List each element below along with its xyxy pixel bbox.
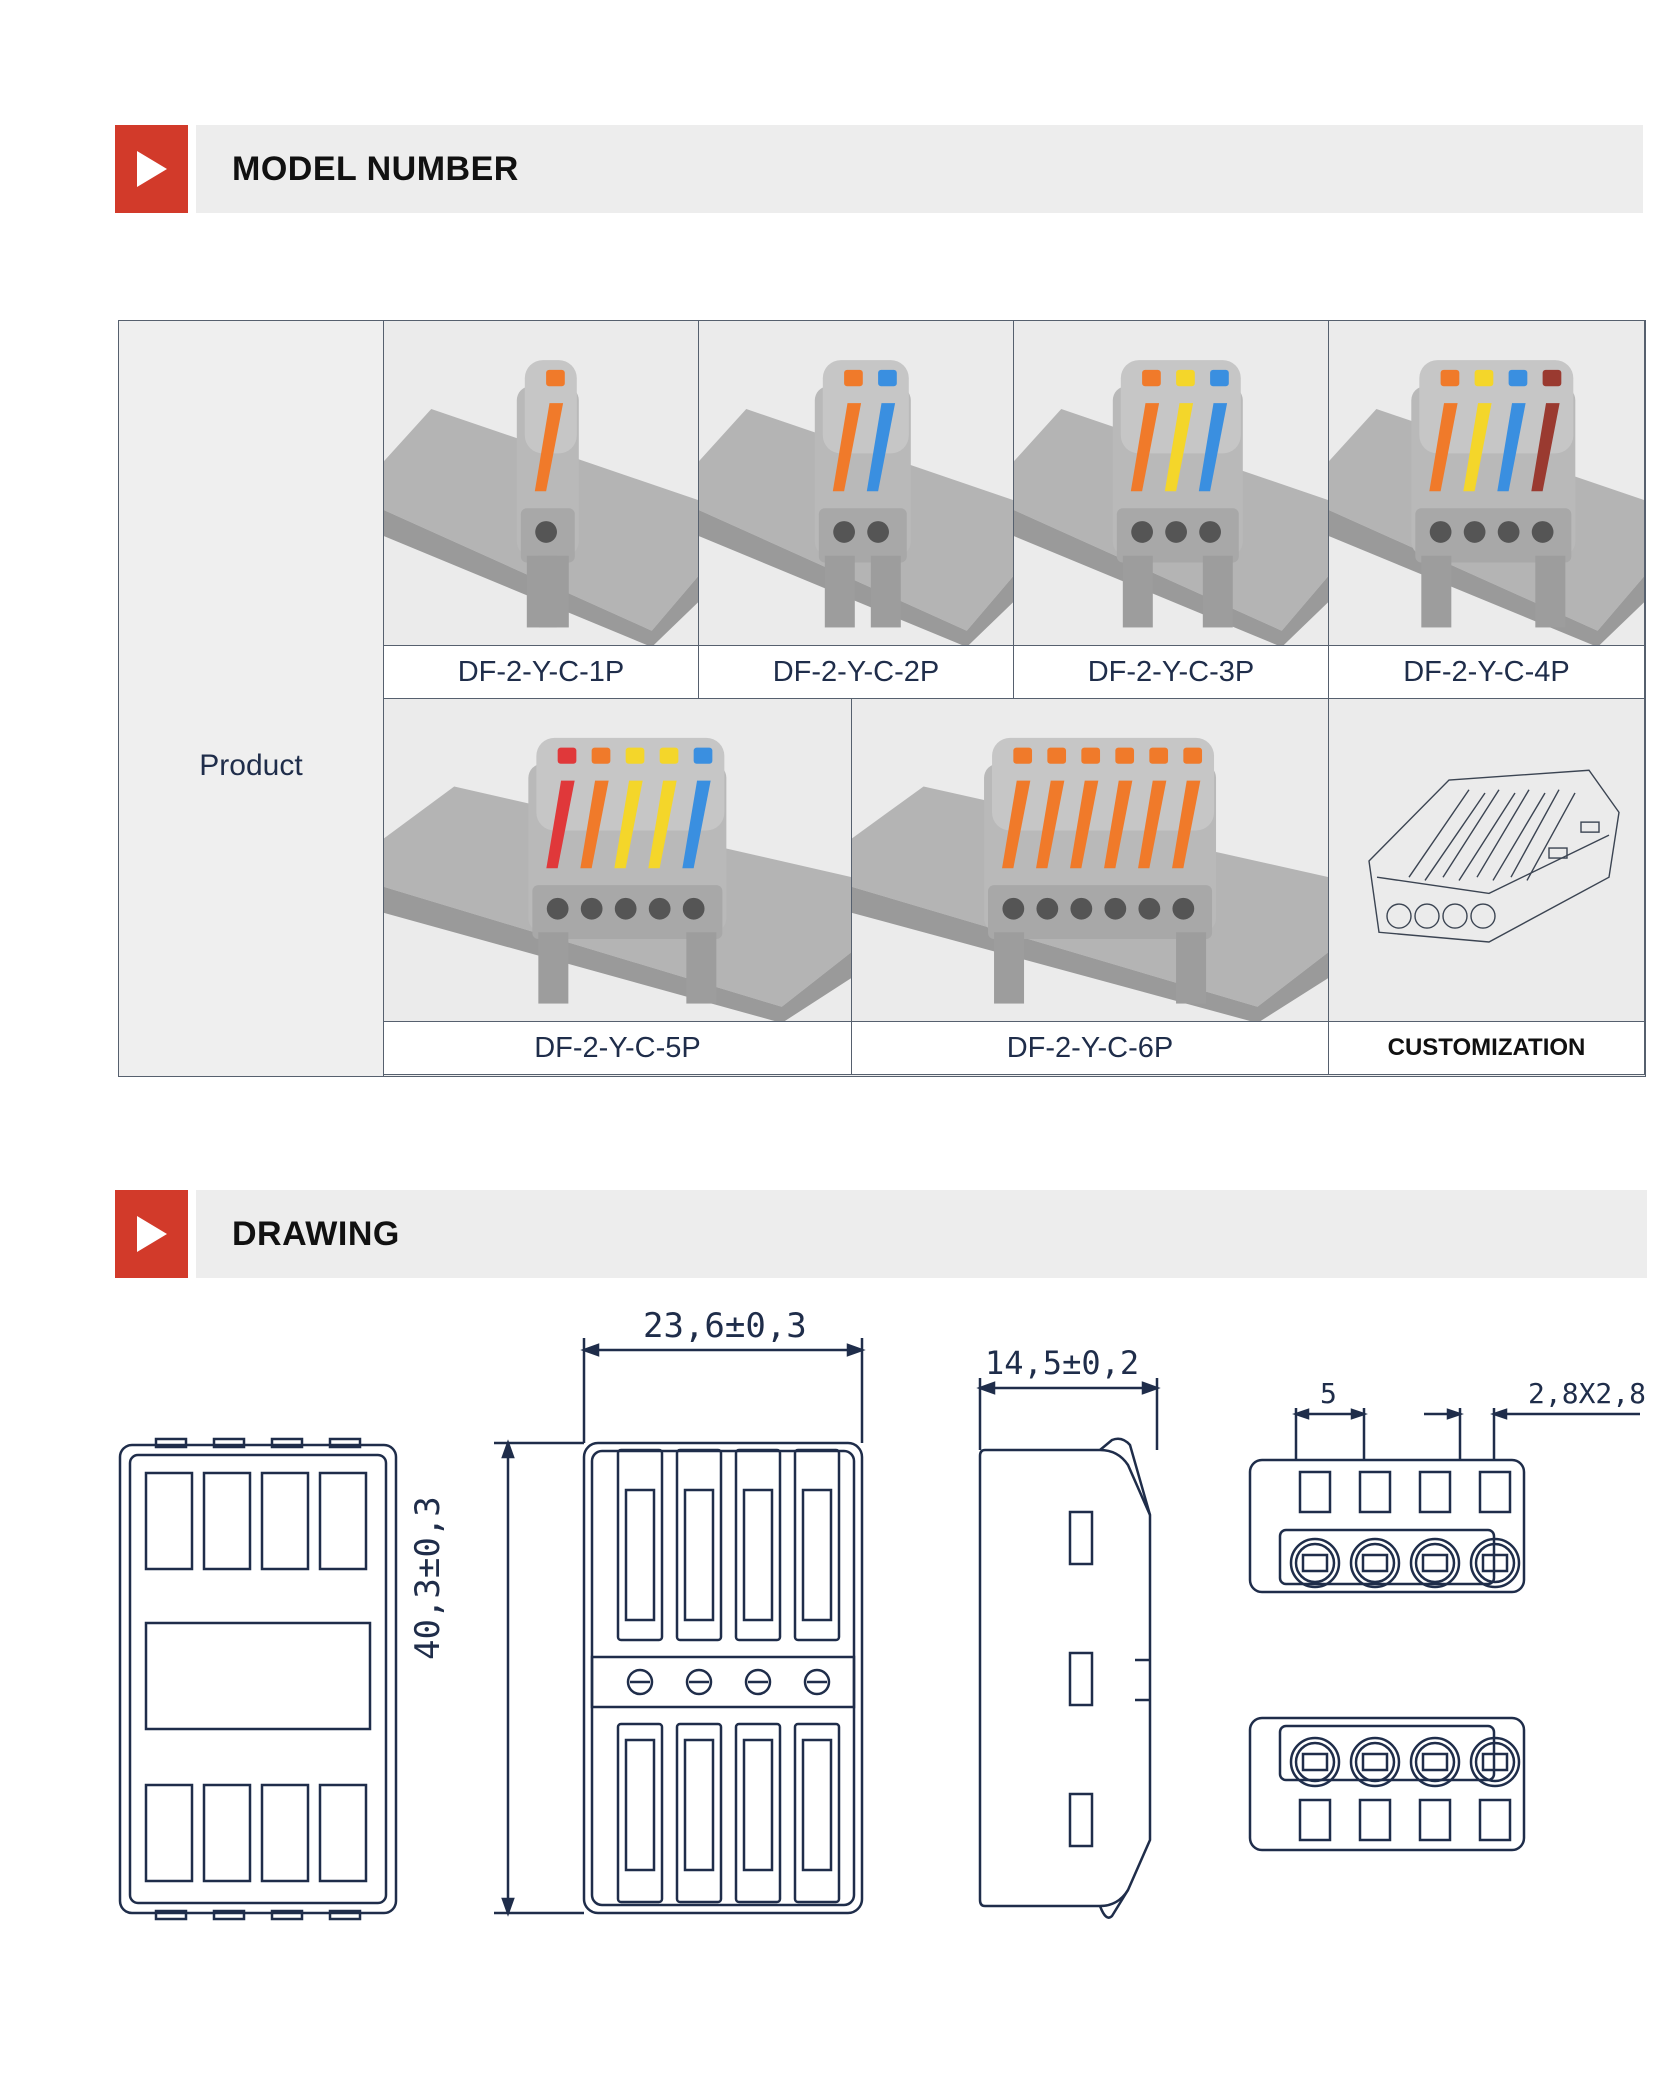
header-bar <box>196 125 1643 213</box>
product-model-label: DF-2-Y-C-5P <box>384 1021 851 1074</box>
section-title: MODEL NUMBER <box>232 150 519 188</box>
connector-image <box>852 699 1328 1023</box>
front-view <box>494 1338 866 1917</box>
connector-image <box>1014 321 1328 647</box>
product-cell: DF-2-Y-C-3P <box>1014 321 1329 699</box>
connector-on-din-rail <box>852 737 1328 1023</box>
connector-image <box>384 321 698 647</box>
top-view <box>118 1437 398 1921</box>
connector-on-din-rail <box>1014 360 1328 647</box>
product-model-label: CUSTOMIZATION <box>1329 1021 1644 1074</box>
play-icon <box>115 125 188 213</box>
product-model-label: DF-2-Y-C-2P <box>699 645 1013 698</box>
end-view-top <box>1248 1408 1640 1594</box>
product-cell: DF-2-Y-C-6P <box>852 699 1329 1075</box>
connector-line-drawing <box>1368 769 1620 943</box>
play-icon <box>115 1190 188 1278</box>
connector-image <box>1329 321 1644 647</box>
product-cell: DF-2-Y-C-1P <box>384 321 699 699</box>
connector-on-din-rail <box>384 737 851 1023</box>
section-header-drawing: DRAWING <box>115 1190 1647 1278</box>
connector-image <box>384 699 851 1023</box>
connector-on-din-rail <box>384 360 698 647</box>
connector-on-din-rail <box>699 360 1013 647</box>
product-cell: DF-2-Y-C-2P <box>699 321 1014 699</box>
width-dimension-label: 23,6±0,3 <box>643 1306 807 1346</box>
product-cell: DF-2-Y-C-5P <box>384 699 852 1075</box>
header-bar <box>196 1190 1647 1278</box>
connector-on-din-rail <box>1329 360 1644 647</box>
hole-dimension-label: 2,8X2,8 <box>1528 1377 1647 1410</box>
row-label-cell: Product <box>119 321 384 1076</box>
product-cell: DF-2-Y-C-4P <box>1329 321 1645 699</box>
section-header-model-number: MODEL NUMBER <box>115 125 1643 213</box>
height-dimension-label: 40,3±0,3 <box>408 1496 448 1660</box>
depth-dimension-label: 14,5±0,2 <box>985 1344 1140 1382</box>
connector-image <box>699 321 1013 647</box>
section-title: DRAWING <box>232 1215 400 1253</box>
connector-outline-image <box>1329 699 1644 1023</box>
product-cell: CUSTOMIZATION <box>1329 699 1645 1075</box>
side-view <box>976 1378 1161 1919</box>
row-label: Product <box>199 749 303 782</box>
product-model-label: DF-2-Y-C-4P <box>1329 645 1644 698</box>
pitch-dimension-label: 5 <box>1320 1377 1337 1410</box>
product-model-label: DF-2-Y-C-6P <box>852 1021 1328 1074</box>
product-model-label: DF-2-Y-C-1P <box>384 645 698 698</box>
end-view-bottom <box>1248 1716 1526 1852</box>
technical-drawing <box>118 1338 1640 1921</box>
product-model-label: DF-2-Y-C-3P <box>1014 645 1328 698</box>
